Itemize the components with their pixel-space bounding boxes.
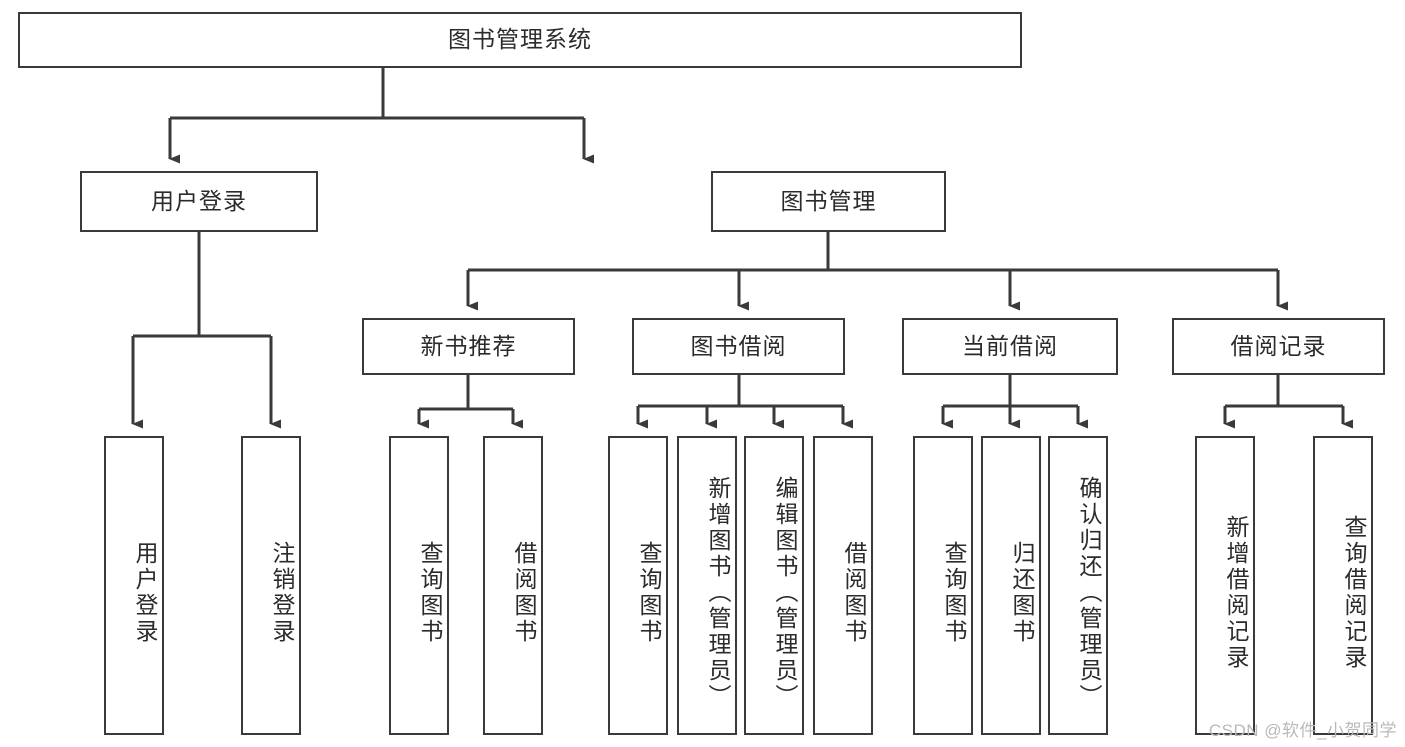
node-borrow-record[interactable]: 借阅记录 xyxy=(1172,318,1385,375)
watermark-text: CSDN @软件_小贺同学 xyxy=(1208,721,1397,740)
leaf-query-borrow-record[interactable]: 查询借阅记录 xyxy=(1313,436,1373,735)
node-user-login-label: 用户登录 xyxy=(151,187,247,214)
node-current-borrow[interactable]: 当前借阅 xyxy=(902,318,1118,375)
connector-book-manage-children xyxy=(466,232,1288,311)
connector-user-login-children xyxy=(131,232,281,429)
leaf-return-book-label: 归还图书 xyxy=(1009,540,1035,645)
leaf-borrow-book-recommend[interactable]: 借阅图书 xyxy=(483,436,543,735)
leaf-borrow-book-label: 借阅图书 xyxy=(841,540,867,645)
leaf-query-book-recommend-label: 查询图书 xyxy=(417,540,443,645)
leaf-add-book-label: 新增图书（管理员） xyxy=(705,475,731,710)
leaf-return-book[interactable]: 归还图书 xyxy=(981,436,1041,735)
node-book-manage[interactable]: 图书管理 xyxy=(711,171,946,232)
leaf-query-book-current-label: 查询图书 xyxy=(941,540,967,645)
leaf-user-login-label: 用户登录 xyxy=(132,540,158,645)
leaf-query-borrow-record-label: 查询借阅记录 xyxy=(1341,514,1367,671)
node-book-manage-label: 图书管理 xyxy=(780,187,877,214)
leaf-query-book-borrow-label: 查询图书 xyxy=(636,540,662,645)
node-borrow-record-label: 借阅记录 xyxy=(1230,332,1327,359)
leaf-query-book-current[interactable]: 查询图书 xyxy=(913,436,973,735)
connector-current-borrow-children xyxy=(941,375,1088,429)
connector-root-to-level2 xyxy=(168,68,594,164)
node-root-label: 图书管理系统 xyxy=(448,26,592,53)
leaf-add-borrow-record-label: 新增借阅记录 xyxy=(1223,514,1249,671)
leaf-add-borrow-record[interactable]: 新增借阅记录 xyxy=(1195,436,1255,735)
connector-book-borrow-children xyxy=(636,375,853,429)
leaf-borrow-book[interactable]: 借阅图书 xyxy=(813,436,873,735)
node-root[interactable]: 图书管理系统 xyxy=(18,12,1022,68)
leaf-query-book-borrow[interactable]: 查询图书 xyxy=(608,436,668,735)
leaf-borrow-book-recommend-label: 借阅图书 xyxy=(511,540,537,645)
leaf-confirm-return[interactable]: 确认归还（管理员） xyxy=(1048,436,1108,735)
leaf-confirm-return-label: 确认归还（管理员） xyxy=(1076,475,1102,710)
node-book-borrow-label: 图书借阅 xyxy=(690,332,787,359)
node-new-book-recommend[interactable]: 新书推荐 xyxy=(362,318,575,375)
node-book-borrow[interactable]: 图书借阅 xyxy=(632,318,845,375)
connector-borrow-record-children xyxy=(1223,375,1353,429)
leaf-logout[interactable]: 注销登录 xyxy=(241,436,301,735)
leaf-edit-book-label: 编辑图书（管理员） xyxy=(772,475,798,710)
leaf-edit-book[interactable]: 编辑图书（管理员） xyxy=(744,436,804,735)
node-current-borrow-label: 当前借阅 xyxy=(962,332,1058,359)
node-user-login[interactable]: 用户登录 xyxy=(80,171,318,232)
connector-new-book-recommend-children xyxy=(417,375,523,429)
leaf-logout-label: 注销登录 xyxy=(269,540,295,645)
leaf-query-book-recommend[interactable]: 查询图书 xyxy=(389,436,449,735)
node-new-book-recommend-label: 新书推荐 xyxy=(420,332,517,359)
leaf-user-login[interactable]: 用户登录 xyxy=(104,436,164,735)
leaf-add-book[interactable]: 新增图书（管理员） xyxy=(677,436,737,735)
